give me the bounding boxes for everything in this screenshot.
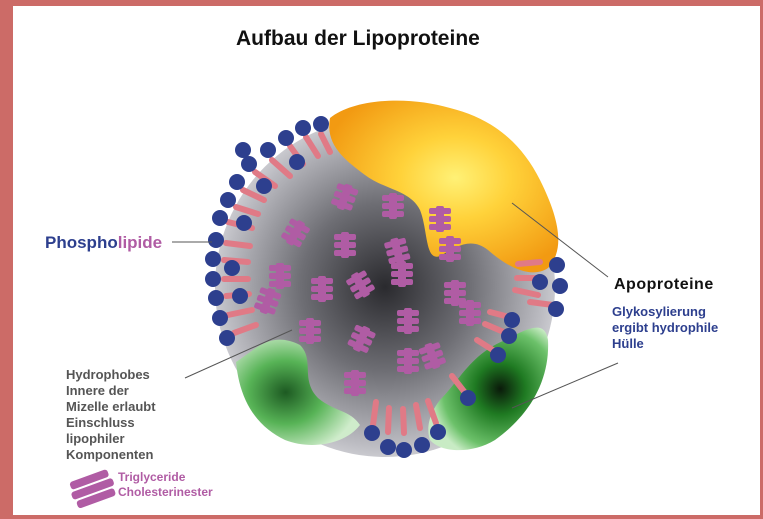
legend-line-1: Triglyceride bbox=[118, 470, 248, 485]
glykosylierung-line-3: Hülle bbox=[612, 336, 752, 352]
hydrophobes-line-5: lipophiler bbox=[66, 431, 186, 447]
hydrophobes-line-2: Innere der bbox=[66, 383, 186, 399]
label-glykosylierung: Glykosylierung ergibt hydrophile Hülle bbox=[612, 304, 752, 352]
hydrophobes-line-1: Hydrophobes bbox=[66, 367, 186, 383]
label-phospholipide: Phospholipide bbox=[45, 233, 162, 253]
hydrophobes-line-6: Komponenten bbox=[66, 447, 186, 463]
label-hydrophobes-innere: Hydrophobes Innere der Mizelle erlaubt E… bbox=[66, 367, 186, 463]
label-phospholipide-part2: lipide bbox=[118, 233, 162, 252]
label-phospholipide-part1: Phospho bbox=[45, 233, 118, 252]
glykosylierung-line-2: ergibt hydrophile bbox=[612, 320, 752, 336]
hydrophobes-line-3: Mizelle erlaubt bbox=[66, 399, 186, 415]
legend-line-2: Cholesterinester bbox=[118, 485, 248, 500]
legend-triglyceride: Triglyceride Cholesterinester bbox=[118, 470, 248, 500]
triglyceride-molecule-icon bbox=[67, 468, 118, 509]
glykosylierung-line-1: Glykosylierung bbox=[612, 304, 752, 320]
hydrophobes-line-4: Einschluss bbox=[66, 415, 186, 431]
page-title: Aufbau der Lipoproteine bbox=[236, 27, 480, 51]
label-apoproteine: Apoproteine bbox=[614, 276, 714, 294]
